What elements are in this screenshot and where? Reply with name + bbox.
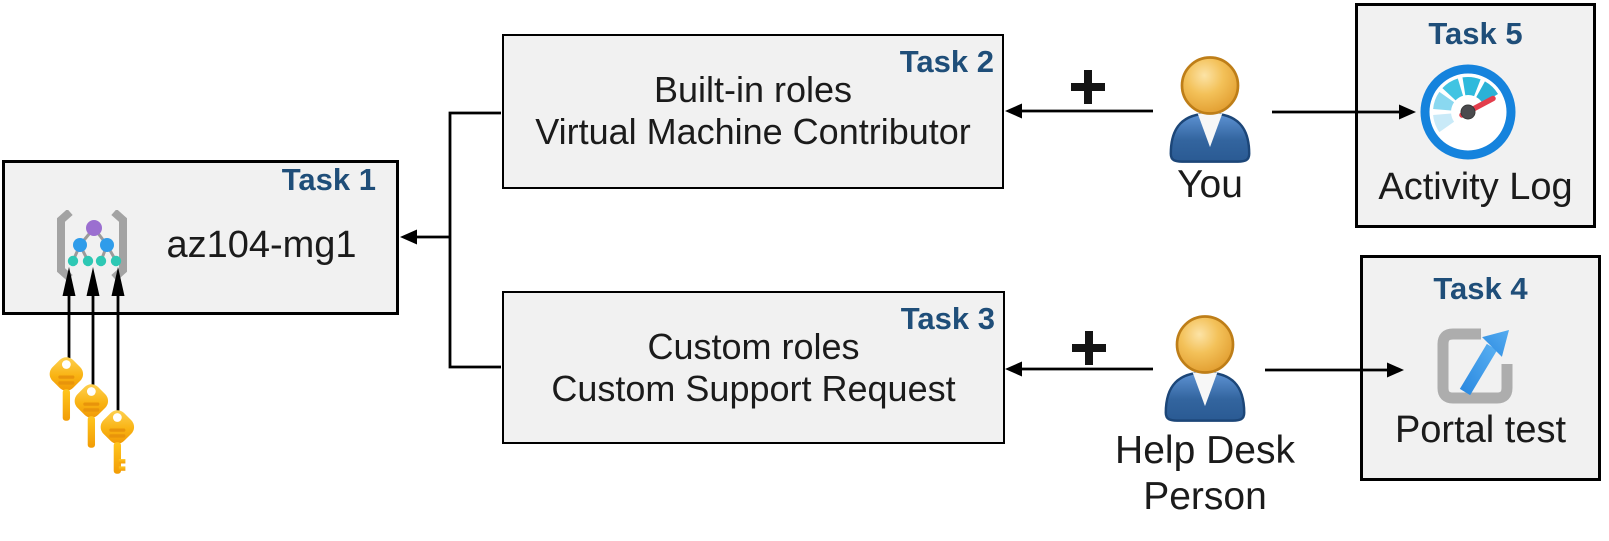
- plus-icon: +: [1072, 331, 1106, 365]
- task2-line1: Built-in roles: [653, 69, 853, 110]
- gauge-speedometer-icon: [1420, 64, 1516, 160]
- you-label: You: [1177, 163, 1243, 206]
- task5-tag: Task 5: [1428, 16, 1523, 51]
- management-group-icon: [57, 210, 127, 281]
- key-icon: [70, 380, 113, 448]
- task5-caption: Activity Log: [1378, 166, 1573, 208]
- task3-line2: Custom Support Request: [551, 368, 956, 409]
- plus-icon: +: [1071, 70, 1105, 104]
- task4-tag: Task 4: [1433, 271, 1528, 306]
- help-desk-person-icon: [1164, 315, 1246, 422]
- task2-line2: Virtual Machine Contributor: [535, 111, 971, 152]
- task3-box: Task 3 Custom roles Custom Support Reque…: [502, 291, 1005, 444]
- external-link-arrow-icon: [1437, 328, 1513, 404]
- task4-box: Task 4 Portal test: [1360, 255, 1601, 481]
- task3-line1: Custom roles: [647, 326, 860, 367]
- keys-group: [45, 353, 200, 541]
- arrow-to-task1: [400, 229, 450, 245]
- bracket-task2-task3: [448, 111, 501, 369]
- task1-title: az104-mg1: [166, 224, 357, 266]
- arrow-you-to-task2: [1005, 103, 1153, 119]
- task2-box: Task 2 Built-in roles Virtual Machine Co…: [502, 34, 1004, 189]
- help-desk-label: Help Desk Person: [1115, 429, 1295, 518]
- you-person-icon: [1169, 56, 1251, 163]
- task1-tag: Task 1: [281, 162, 376, 197]
- task1-box: Task 1 az104-mg1: [2, 160, 399, 315]
- task4-caption: Portal test: [1394, 409, 1567, 451]
- key-icon: [97, 406, 138, 473]
- task2-tag: Task 2: [899, 44, 994, 79]
- task5-box: Task 5 Activity Log: [1355, 3, 1596, 228]
- task3-tag: Task 3: [900, 301, 995, 336]
